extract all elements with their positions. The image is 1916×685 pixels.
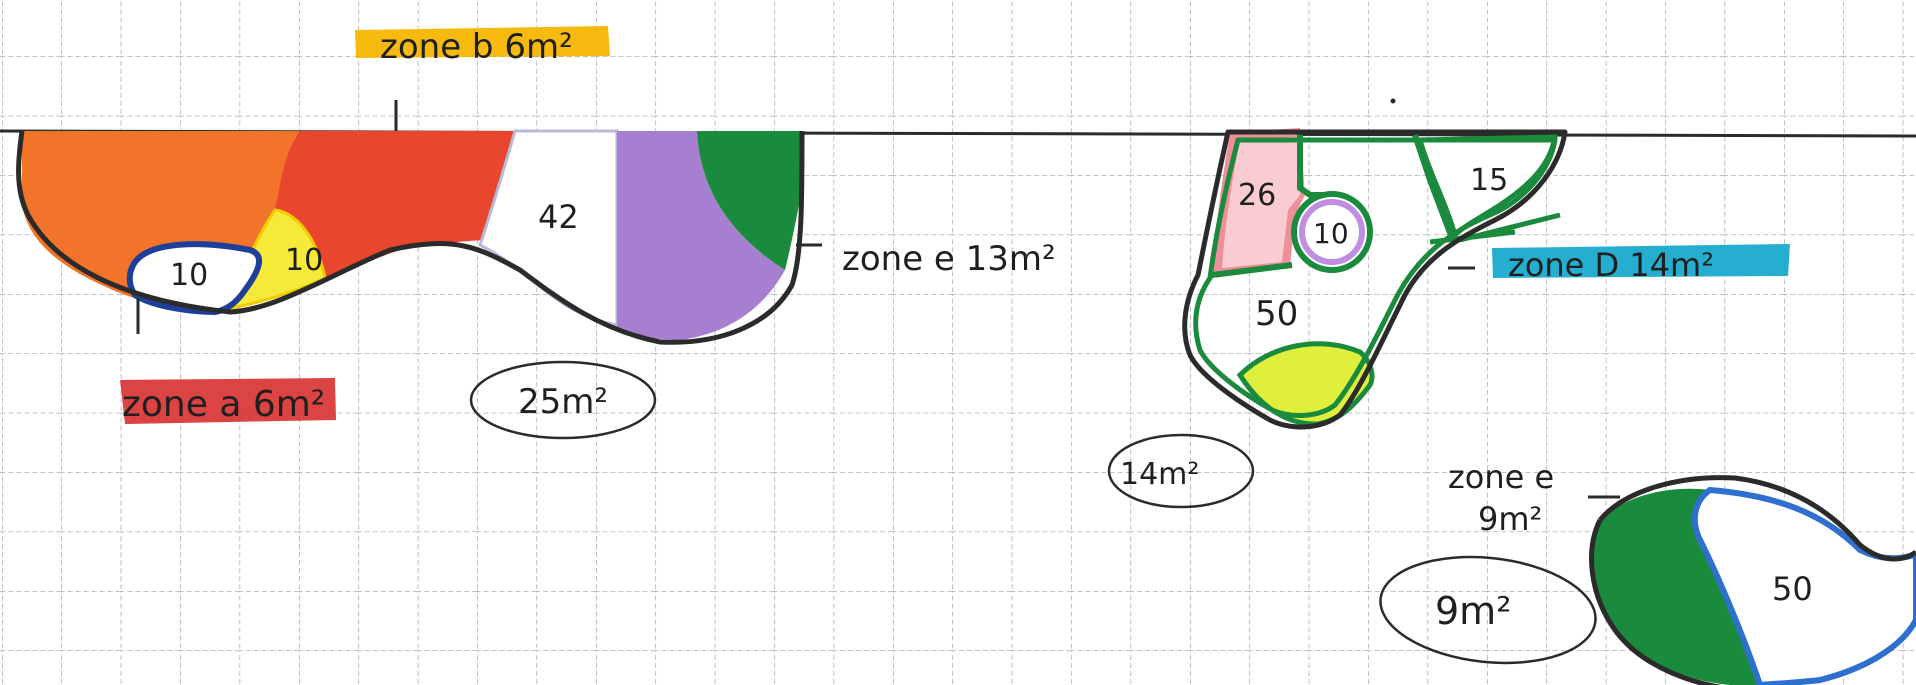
middle-total: 14m² (1120, 457, 1199, 492)
right-white-region (1691, 486, 1916, 685)
label-zone-d: zone D 14m² (1508, 246, 1714, 284)
left-red-region (275, 131, 515, 280)
left-green-corner (697, 131, 800, 270)
right-outline (1589, 475, 1916, 685)
highlight-zone-a (120, 378, 336, 424)
left-purple-region (617, 131, 785, 340)
middle-cross-section (1182, 98, 1568, 430)
total-ellipse-middle (1107, 433, 1255, 509)
highlight-zone-d (1492, 244, 1790, 278)
left-value-white: 42 (538, 198, 579, 236)
middle-pink-inner (1222, 137, 1300, 268)
right-green-region (1591, 488, 1760, 685)
highlight-zone-b (355, 26, 610, 58)
middle-value-small: 15 (1470, 163, 1508, 198)
left-cross-section (16, 100, 822, 345)
label-zone-e-small-1: zone e (1448, 458, 1554, 496)
middle-outline-green (1193, 137, 1558, 418)
label-zone-e-small-2: 9m² (1478, 500, 1542, 538)
label-zone-a: zone a 6m² (122, 384, 325, 425)
left-total: 25m² (518, 382, 608, 422)
left-value-yellow: 10 (285, 243, 323, 278)
middle-value-circle: 10 (1313, 217, 1349, 250)
middle-outline (1182, 129, 1568, 430)
label-zone-b: zone b 6m² (380, 27, 573, 67)
total-ellipse-left (469, 360, 657, 440)
middle-violet-ring (1299, 199, 1365, 265)
middle-divider-small (1412, 134, 1455, 240)
total-ellipse-right (1379, 555, 1597, 665)
right-value-white: 50 (1772, 570, 1813, 608)
label-zone-e-right: zone e 13m² (842, 239, 1056, 279)
left-outline (16, 130, 805, 345)
right-total: 9m² (1435, 589, 1511, 633)
middle-value-pink: 26 (1238, 178, 1276, 213)
middle-value-main: 50 (1255, 294, 1298, 334)
right-cross-section (1588, 475, 1916, 685)
middle-dot (1390, 98, 1396, 104)
left-value-navy: 10 (170, 258, 208, 293)
